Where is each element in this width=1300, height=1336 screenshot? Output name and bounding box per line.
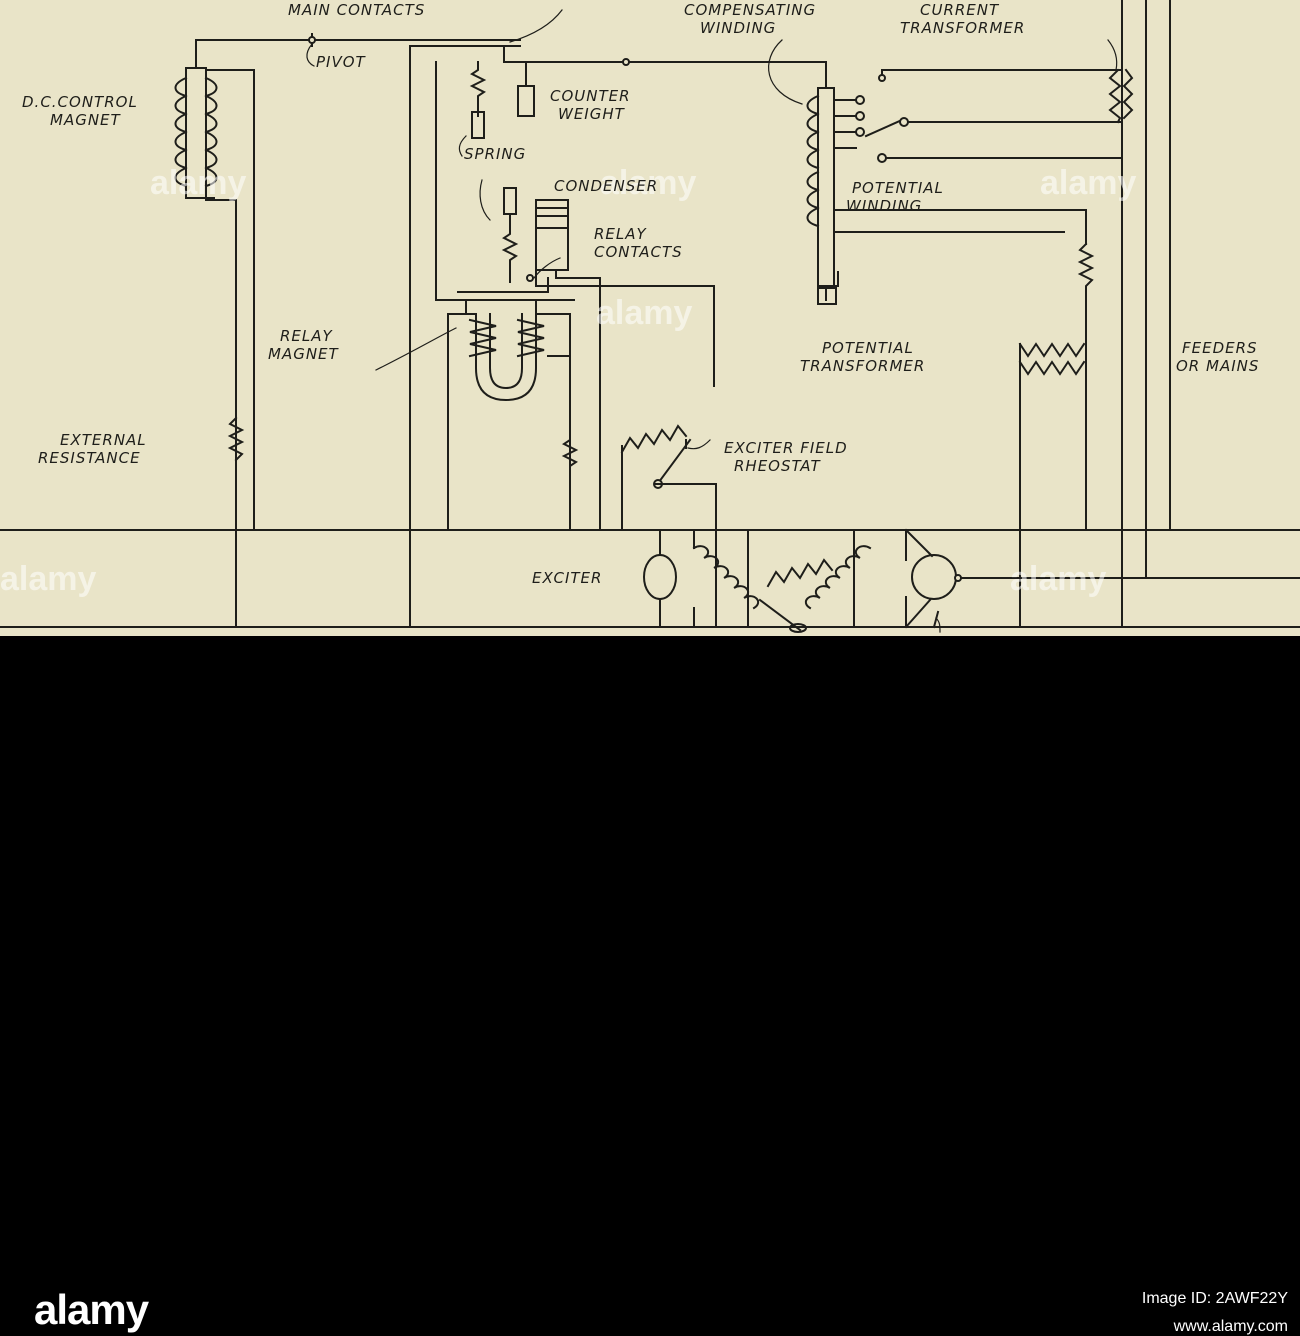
label-relay-magnet-1: RELAY — [280, 327, 333, 345]
watermark: alamy — [1040, 164, 1137, 202]
wiring-drawing — [0, 0, 1300, 633]
label-current-transformer-2: TRANSFORMER — [900, 19, 1026, 37]
watermark: alamy — [600, 164, 697, 202]
exciter-field-rheostat — [620, 424, 717, 628]
label-relay-magnet-2: MAGNET — [268, 345, 339, 363]
label-relay-contacts-2: CONTACTS — [594, 243, 683, 261]
dc-control-magnet — [174, 39, 521, 628]
label-dc-control-2: MAGNET — [50, 111, 121, 129]
label-external-resistance-2: RESISTANCE — [38, 449, 141, 467]
site-url: www.alamy.com — [1173, 1318, 1288, 1335]
exciter-and-generator — [643, 528, 962, 633]
label-condenser: CONDENSER — [554, 177, 659, 195]
footer-bar: alamy Image ID: 2AWF22Y www.alamy.com — [0, 636, 1300, 1335]
watermark: alamy — [150, 164, 247, 202]
relay-magnet — [447, 299, 579, 531]
label-exciter: EXCITER — [532, 569, 603, 587]
label-potential-winding-1: POTENTIAL — [852, 179, 944, 197]
main-contacts — [308, 33, 827, 628]
spring-and-counterweight — [469, 61, 535, 139]
label-potential-winding-2: WINDING — [846, 197, 923, 215]
watermark: alamy — [1010, 560, 1107, 598]
watermark: alamy — [0, 560, 97, 598]
regulator-windings — [806, 61, 1134, 628]
label-spring: SPRING — [464, 145, 527, 163]
label-pivot: PIVOT — [316, 53, 366, 71]
label-feeders-1: FEEDERS — [1182, 339, 1258, 357]
leader-lines — [306, 9, 1118, 633]
label-external-resistance-1: EXTERNAL — [60, 431, 147, 449]
external-resistance — [227, 416, 245, 462]
label-potential-transformer-2: TRANSFORMER — [800, 357, 926, 375]
label-exciter-field-rheostat-2: RHEOSTAT — [734, 457, 821, 475]
label-feeders-2: OR MAINS — [1176, 357, 1260, 375]
image-id: Image ID: 2AWF22Y — [1141, 1290, 1288, 1307]
alamy-logo: alamy — [34, 1286, 149, 1333]
label-counter-weight-1: COUNTER — [550, 87, 631, 105]
relay-section — [435, 61, 715, 531]
label-relay-contacts-1: RELAY — [594, 225, 647, 243]
circuit-diagram: alamy alamy alamy alamy alamy alamy MAIN… — [0, 0, 1300, 636]
label-current-transformer-1: CURRENT — [920, 1, 1000, 19]
label-compensating-winding-2: WINDING — [700, 19, 777, 37]
watermark: alamy — [596, 294, 693, 332]
label-dc-control-1: D.C.CONTROL — [22, 93, 138, 111]
label-compensating-winding-1: COMPENSATING — [684, 1, 817, 19]
label-counter-weight-2: WEIGHT — [558, 105, 625, 123]
label-potential-transformer-1: POTENTIAL — [822, 339, 914, 357]
label-main-contacts: MAIN CONTACTS — [288, 1, 426, 19]
label-exciter-field-rheostat-1: EXCITER FIELD — [724, 439, 848, 457]
